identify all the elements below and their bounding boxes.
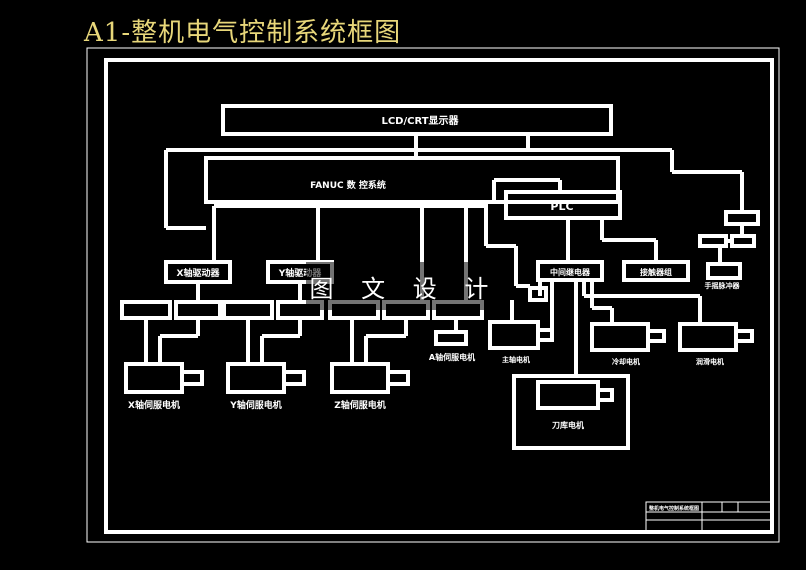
- x-drive-label: X轴驱动器: [177, 267, 221, 279]
- spindle-motor-label: 主轴电机: [502, 355, 530, 364]
- tool-motor-box: [536, 380, 600, 410]
- tool-enclosure: [512, 374, 630, 450]
- drive-unit-box: [174, 300, 222, 320]
- lube-motor-label: 润滑电机: [696, 357, 724, 366]
- panel-box: [698, 234, 728, 248]
- titleblock-label: 整机电气控制系统框图: [648, 505, 699, 512]
- lcd-label: LCD/CRT显示器: [381, 115, 459, 127]
- z-motor-box: [330, 362, 390, 394]
- relay-label: 中间继电器: [550, 267, 591, 277]
- x-motor-shaft: [180, 370, 204, 386]
- y-motor-shaft: [282, 370, 306, 386]
- drive-unit-box: [222, 300, 274, 320]
- panel-box: [730, 234, 756, 248]
- z-motor-shaft: [386, 370, 410, 386]
- contactor-box: [622, 260, 690, 282]
- relay-box: [528, 286, 548, 302]
- a-motor-label: A轴伺服电机: [429, 352, 475, 362]
- plc-label: PLC: [550, 200, 573, 213]
- handwheel-label: 手摇脉冲器: [705, 281, 741, 290]
- cnc-box: [204, 156, 620, 204]
- x-motor-label: X轴伺服电机: [128, 399, 180, 411]
- tool-motor-shaft: [596, 388, 614, 402]
- inner-frame: [104, 58, 774, 534]
- lube-motor-shaft: [734, 329, 754, 343]
- page-title: A1-整机电气控制系统框图: [84, 18, 402, 48]
- pump-motor-shaft: [646, 329, 666, 343]
- y-motor-box: [226, 362, 286, 394]
- x-motor-box: [124, 362, 184, 394]
- cnc-label: FANUC 数 控系统: [310, 179, 386, 191]
- title-block: [645, 501, 773, 533]
- spindle-motor-box: [488, 320, 540, 350]
- watermark: 图 文 设 计: [306, 262, 502, 310]
- pump-motor-label: 冷却电机: [612, 357, 640, 366]
- a-motor-box: [434, 330, 468, 346]
- relay-box: [536, 260, 604, 282]
- plc-box: [504, 190, 622, 220]
- spindle-motor-shaft: [536, 328, 554, 342]
- lube-motor-box: [678, 322, 738, 352]
- panel-box: [724, 210, 760, 226]
- drive-unit-box: [120, 300, 172, 320]
- y-motor-label: Y轴伺服电机: [229, 399, 282, 411]
- z-motor-label: Z轴伺服电机: [334, 399, 386, 411]
- contactor-label: 接触器组: [640, 267, 672, 277]
- handwheel-box: [706, 262, 742, 280]
- tool-motor-label: 刀库电机: [552, 420, 584, 430]
- pump-motor-box: [590, 322, 650, 352]
- outer-frame: [86, 47, 780, 543]
